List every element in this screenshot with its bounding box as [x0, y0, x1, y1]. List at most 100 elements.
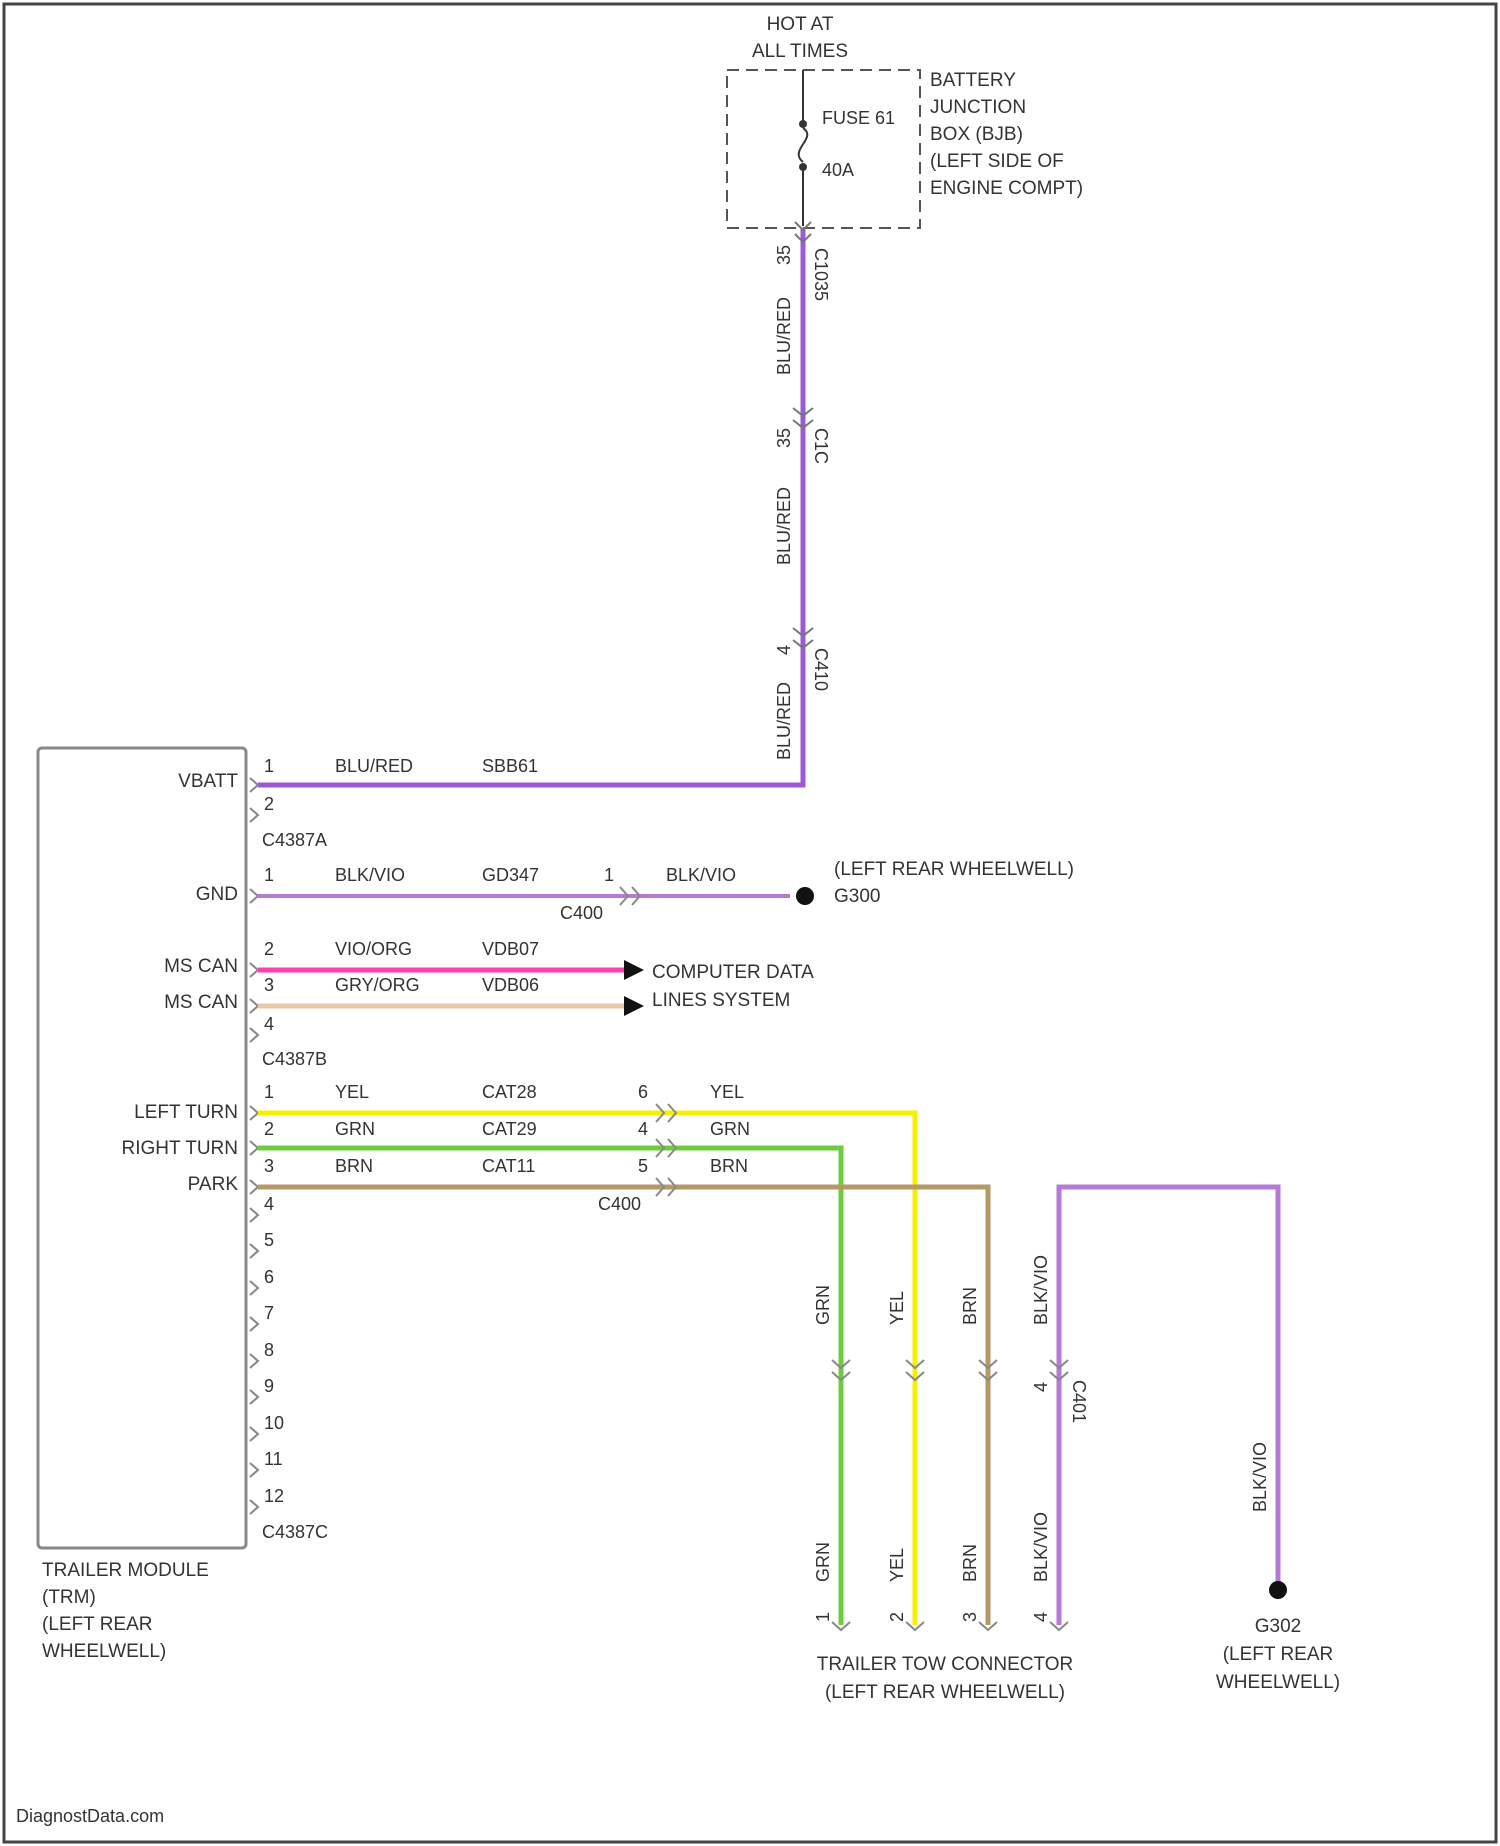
gnd-wire-color: BLK/VIO	[335, 865, 405, 885]
g300-location: (LEFT REAR WHEELWELL)	[834, 859, 1074, 880]
module-pin-label: VBATT	[178, 771, 238, 792]
right-turn-color: GRN	[335, 1119, 375, 1139]
vbatt-circuit-id: SBB61	[482, 756, 538, 776]
c-spare-pin: 8	[264, 1340, 274, 1360]
gnd-pin: 1	[264, 865, 274, 885]
c-spare-pin: 11	[264, 1449, 283, 1469]
tow-lower-color: YEL	[887, 1548, 907, 1582]
arrow-right-icon	[624, 960, 644, 980]
connector-chevron-icon	[250, 1500, 258, 1514]
c-spare-pin: 6	[264, 1267, 274, 1287]
park-pin: 3	[264, 1156, 274, 1176]
bjb-label-line: BOX (BJB)	[930, 124, 1023, 145]
ms-can-neg-pin: 3	[264, 975, 274, 995]
vbatt-pin: 1	[264, 756, 274, 776]
right-turn-inline-pin: 4	[638, 1119, 648, 1139]
module-connector-label: C4387B	[262, 1049, 327, 1069]
feed-pin-label: 4	[774, 645, 794, 655]
module-connector-label: C4387C	[262, 1522, 328, 1542]
park-color: BRN	[335, 1156, 373, 1176]
feed-connector-label: C1035	[811, 248, 831, 301]
ms-can-circuits: 2 VIO/ORG VDB07 3 GRY/ORG VDB06 4 COMPUT…	[258, 939, 814, 1034]
tow-upper-color: YEL	[887, 1291, 907, 1325]
c-spare-pin: 4	[264, 1194, 274, 1214]
ms-can-pos-color: VIO/ORG	[335, 939, 412, 959]
left-turn-color: YEL	[335, 1082, 369, 1102]
module-connector-pins	[250, 778, 258, 1514]
module-name-line: WHEELWELL)	[42, 1641, 166, 1662]
connector-chevron-icon	[250, 999, 258, 1013]
connector-chevron-icon	[250, 963, 258, 977]
c-spare-pin: 12	[264, 1486, 284, 1506]
ms-can-neg-color: GRY/ORG	[335, 975, 420, 995]
module-pin-label: RIGHT TURN	[122, 1138, 238, 1159]
left-turn-pin: 1	[264, 1082, 274, 1102]
module-pin-label: LEFT TURN	[134, 1102, 238, 1123]
computer-data-label: COMPUTER DATA	[652, 962, 814, 983]
left-turn-inline-pin: 6	[638, 1082, 648, 1102]
vbatt-feed-wire: 35 BLU/RED C1035 35 BLU/RED C1C 4 BLU/RE…	[258, 222, 831, 785]
feed-connector-label: C1C	[811, 428, 831, 464]
g302-wire-color: BLK/VIO	[1250, 1442, 1270, 1512]
gnd-circuit-id: GD347	[482, 865, 539, 885]
all-times-label: ALL TIMES	[752, 41, 848, 62]
connector-chevron-icon	[250, 889, 258, 903]
tow-upper-color: BLK/VIO	[1031, 1255, 1051, 1325]
feed-color-label: BLU/RED	[774, 487, 794, 565]
ms-can-neg-circuit: VDB06	[482, 975, 539, 995]
battery-junction-box: HOT AT ALL TIMES FUSE 61 40A BATTERY JUN…	[727, 14, 1083, 228]
connector-chevron-icon	[250, 1390, 258, 1404]
park-circuit: CAT11	[482, 1156, 535, 1176]
module-name-line: (TRM)	[42, 1587, 96, 1608]
tow-lower-color: BRN	[960, 1544, 980, 1582]
ms-can-pos-circuit: VDB07	[482, 939, 539, 959]
tow-upper-color: BRN	[960, 1287, 980, 1325]
left-turn-inline-color: YEL	[710, 1082, 744, 1102]
feed-connector-label: C410	[811, 648, 831, 691]
g302-label: G302	[1255, 1616, 1301, 1637]
g302-label: (LEFT REAR	[1223, 1644, 1334, 1665]
left-turn-circuit: CAT28	[482, 1082, 537, 1102]
connector-chevron-icon	[250, 1028, 258, 1042]
tow-pin-number: 3	[960, 1612, 980, 1622]
lighting-circuits: 1 YEL CAT28 6 YEL 2 GRN CAT29 4 GRN 3 BR…	[258, 1082, 988, 1625]
arrow-right-icon	[624, 996, 644, 1016]
right-turn-circuit: CAT29	[482, 1119, 537, 1139]
right-turn-pin: 2	[264, 1119, 274, 1139]
park-inline-connector: C400	[598, 1194, 641, 1214]
c-spare-pin: 9	[264, 1376, 274, 1396]
park-inline-color: BRN	[710, 1156, 748, 1176]
connector-chevron-icon	[250, 1244, 258, 1258]
park-inline-pin: 5	[638, 1156, 648, 1176]
c401-label: C401	[1069, 1380, 1089, 1423]
gnd-inline-color: BLK/VIO	[666, 865, 736, 885]
bjb-label-line: BATTERY	[930, 70, 1016, 91]
connector-chevron-icon	[250, 1141, 258, 1155]
connector-chevron-icon	[250, 1281, 258, 1295]
trailer-module: VBATT GND MS CAN MS CAN LEFT TURN RIGHT …	[38, 748, 328, 1662]
gnd-inline-connector: C400	[560, 903, 603, 923]
computer-data-label: LINES SYSTEM	[652, 990, 790, 1011]
tow-lower-color: GRN	[813, 1542, 833, 1582]
connector-chevron-icon	[250, 808, 258, 822]
bjb-dashed-outline	[727, 70, 920, 228]
connector-chevron-icon	[250, 778, 258, 792]
blu-red-wire	[258, 228, 803, 785]
fuse-terminal-top	[799, 120, 807, 128]
module-name-line: (LEFT REAR	[42, 1614, 153, 1635]
module-name-line: TRAILER MODULE	[42, 1560, 209, 1581]
g302-label: WHEELWELL)	[1216, 1672, 1340, 1693]
ground-g300-terminal	[796, 887, 814, 905]
c-spare-pin: 5	[264, 1230, 274, 1250]
right-turn-inline-color: GRN	[710, 1119, 750, 1139]
tow-harness: GRN YEL BRN BLK/VIO 4 C401 GRN YEL BRN B…	[813, 1187, 1340, 1703]
connector-chevron-icon	[250, 1208, 258, 1222]
connector-chevron-icon	[250, 1180, 258, 1194]
blk-vio-ground-wire	[1059, 1187, 1278, 1625]
ground-g302-terminal	[1269, 1581, 1287, 1599]
tow-connector-location: (LEFT REAR WHEELWELL)	[825, 1682, 1065, 1703]
tow-pin-number: 4	[1031, 1612, 1051, 1622]
c-spare-pin: 10	[264, 1413, 284, 1433]
tow-pin-number: 1	[813, 1612, 833, 1622]
